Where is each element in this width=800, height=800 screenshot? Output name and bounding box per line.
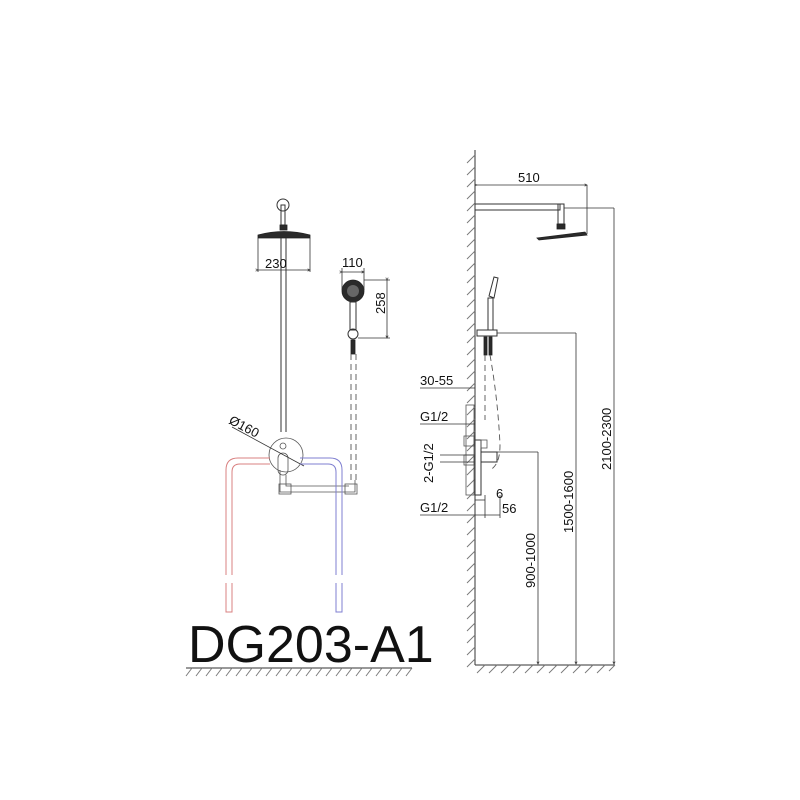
hand-shower-icon [341,279,365,355]
mixer-height-label: 900-1000 [523,533,538,588]
riser-pipe [280,238,287,432]
side-hand-shower-icon [476,276,501,471]
wall-depth-label: 30-55 [420,373,453,388]
mixer-plate-diameter-label: Ø160 [227,412,262,440]
rain-head-width-dimension [258,238,310,272]
mixer-plate-icon [231,426,305,476]
wall-mount-icon [276,198,290,231]
side-mixer-icon [463,404,498,496]
arm-length-label: 510 [518,170,540,185]
holder-height-label: 1500-1600 [561,471,576,533]
hot-water-pipe [225,457,270,613]
height-dimensions [497,207,614,664]
hand-shower-width-label: 110 [342,255,363,270]
inlet-middle-label: 2-G1/2 [421,443,436,483]
diverter-pipe [278,470,358,495]
rain-shower-head-icon [257,231,311,239]
head-height-label: 2100-2300 [599,408,614,470]
inlet-bottom-label: G1/2 [420,500,448,515]
model-name: DG203-A1 [188,616,434,674]
inlet-dimensions [420,387,501,518]
plate-offset-label: 6 [496,486,503,501]
hand-shower-height-label: 258 [373,292,388,314]
hand-shower-dimensions [342,268,390,338]
cold-water-pipe [300,457,343,613]
floor-hatch [185,667,413,677]
inlet-top-label: G1/2 [420,409,448,424]
wall-hatch [466,154,616,674]
shower-arm [474,203,588,241]
arm-length-dimension [477,185,587,234]
side-view [420,150,616,674]
hose [350,354,357,480]
front-view [185,198,413,677]
mixer-projection-label: 56 [502,501,516,516]
rain-head-width-label: 230 [265,256,287,271]
